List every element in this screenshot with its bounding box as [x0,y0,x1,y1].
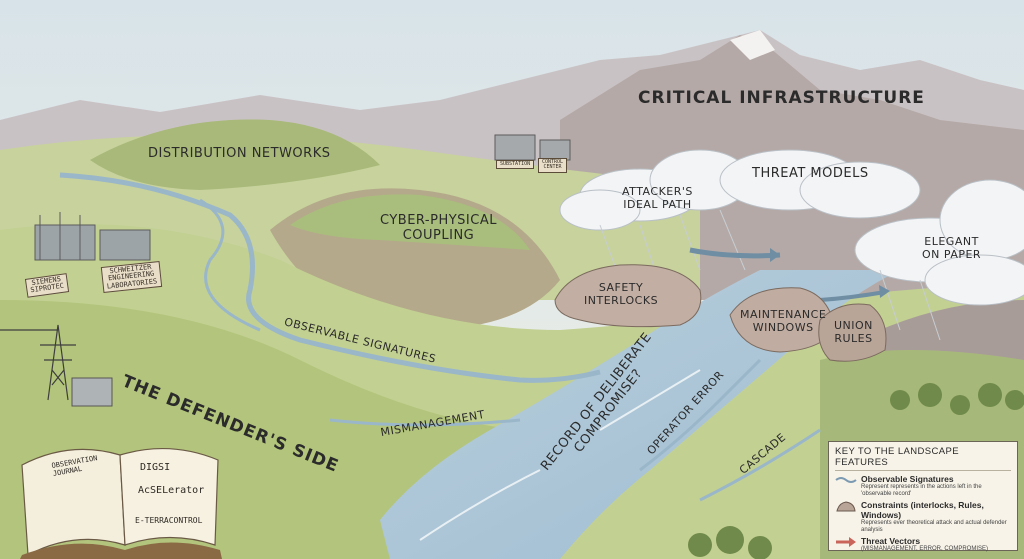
sign-station-right: CONTROL CENTER [538,158,568,173]
label-maintenance-windows: MAINTENANCE WINDOWS [740,308,827,334]
label-cyber-physical-coupling: CYBER-PHYSICAL COUPLING [380,213,497,243]
legend-item-desc: Represents ever theoretical attack and a… [861,520,1007,533]
label-union-rules: UNION RULES [834,319,873,345]
legend-item-desc: (MISMANAGEMENT, ERROR, COMPROMISE) [861,546,989,553]
legend-item-desc: Represent represents in the actions left… [861,484,982,497]
journal-entry-digsi: DIGSI [140,462,171,473]
legend-item-title: Observable Signatures [861,474,954,484]
wavy-line-icon [835,477,857,483]
legend-item-title: Constraints (interlocks, Rules, Windows) [861,500,984,521]
journal-entry-acselerator: AcSELerator [138,485,205,496]
legend-item: Observable Signatures Represent represen… [835,474,1011,497]
map-legend: KEY TO THE LANDSCAPE FEATURES Observable… [828,441,1018,553]
label-threat-models: THREAT MODELS [752,166,869,181]
label-safety-interlocks: SAFETY INTERLOCKS [584,281,659,307]
label-attackers-ideal-path: ATTACKER'S IDEAL PATH [622,185,693,211]
legend-title: KEY TO THE LANDSCAPE FEATURES [835,446,1011,471]
label-elegant-on-paper: ELEGANT ON PAPER [922,235,982,261]
rock-icon [836,501,856,512]
legend-item: Constraints (interlocks, Rules, Windows)… [835,500,1011,533]
journal-entry-e-terracontrol: E-TERRACONTROL [135,516,203,525]
label-distribution-networks: DISTRIBUTION NETWORKS [148,146,331,161]
label-critical-infrastructure: CRITICAL INFRASTRUCTURE [638,88,925,108]
legend-item-title: Threat Vectors [861,536,921,547]
arrow-icon [836,537,856,548]
sign-station-left: SUBSTATION [496,160,535,170]
legend-item: Threat Vectors (MISMANAGEMENT, ERROR, CO… [835,536,1011,553]
